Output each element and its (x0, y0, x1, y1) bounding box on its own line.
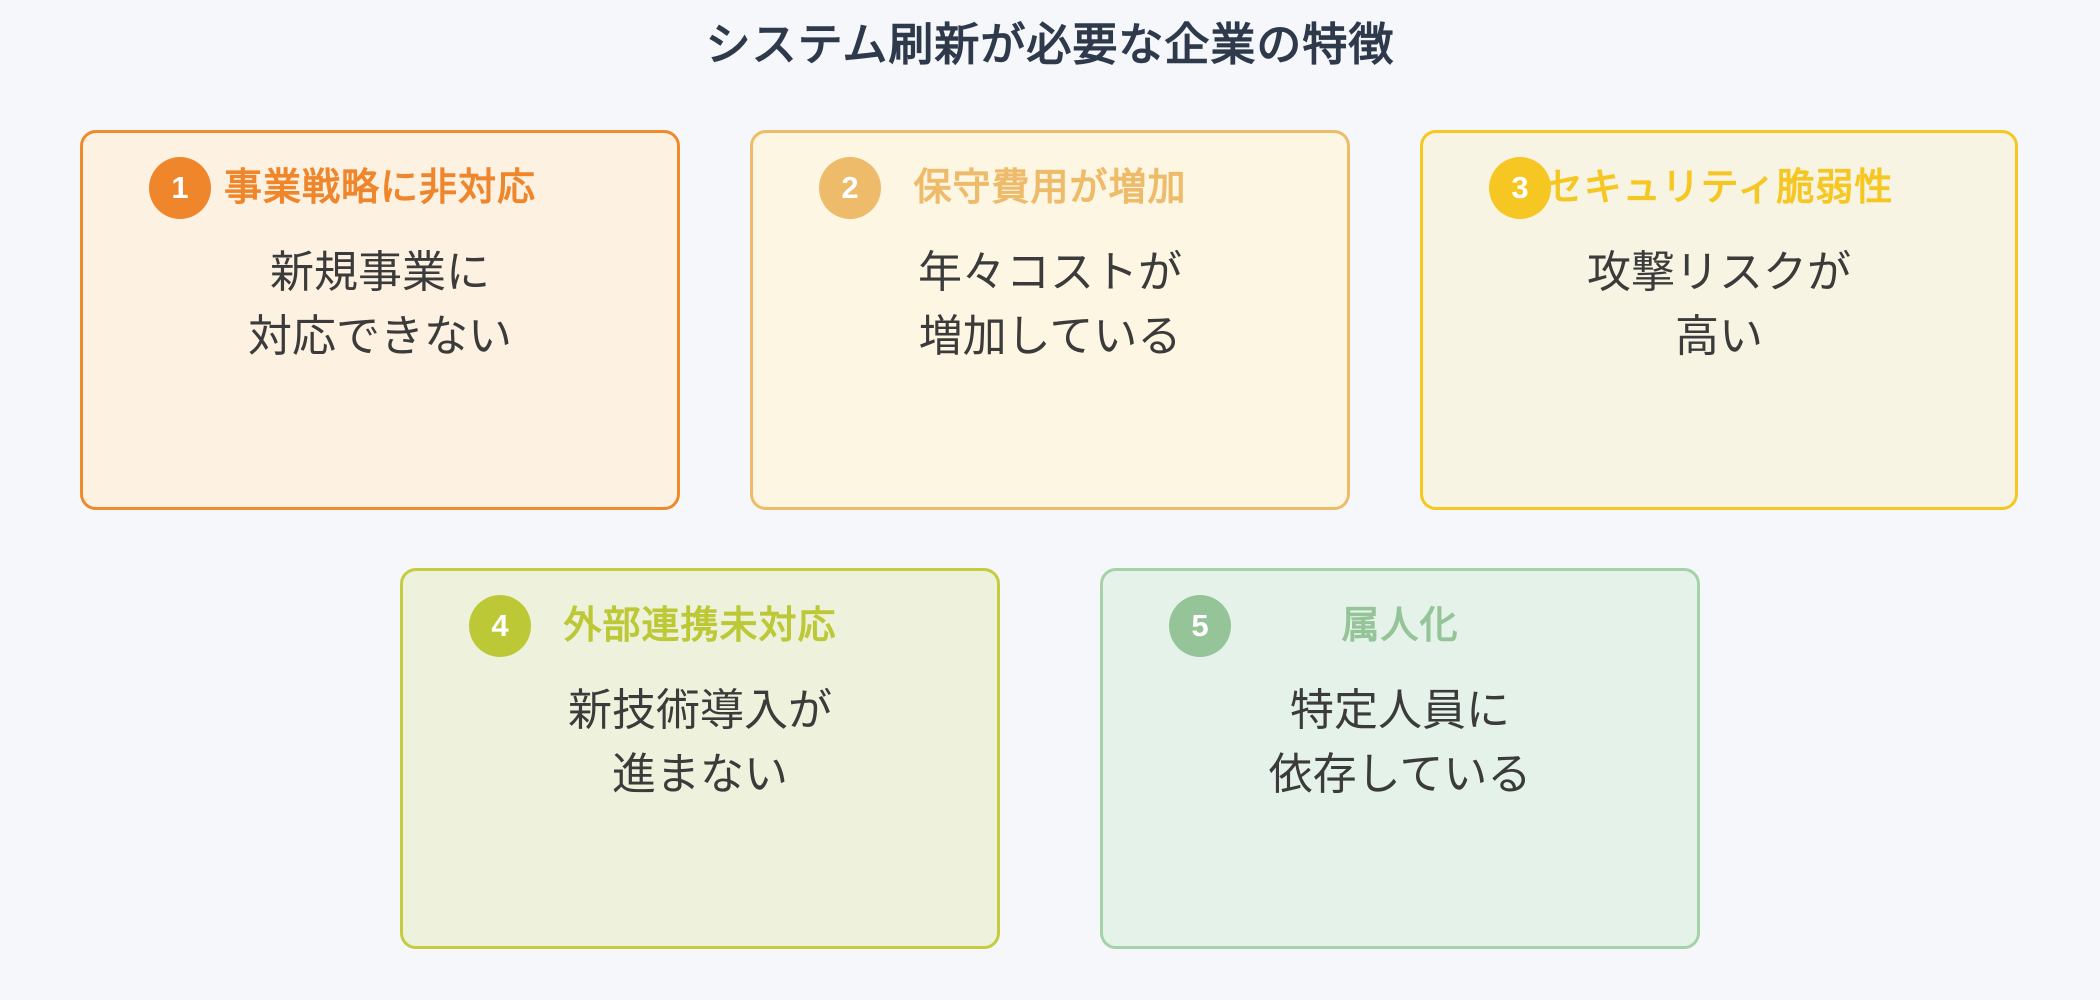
body-line: 対応できない (248, 312, 512, 361)
card-body: 攻撃リスクが 高い (1423, 241, 2015, 369)
body-line: 依存している (1268, 750, 1532, 799)
number-badge: 4 (469, 595, 531, 657)
card-body: 新規事業に 対応できない (83, 241, 677, 369)
card-business-strategy: 1 事業戦略に非対応 新規事業に 対応できない (80, 130, 680, 510)
body-line: 特定人員に (1290, 686, 1510, 735)
card-header: 1 事業戦略に非対応 (83, 157, 677, 219)
body-line: 高い (1675, 312, 1763, 361)
card-title: 外部連携未対応 (563, 605, 837, 647)
number-badge: 5 (1169, 595, 1231, 657)
card-maintenance-cost: 2 保守費用が増加 年々コストが 増加している (750, 130, 1350, 510)
card-title: セキュリティ脆弱性 (1544, 167, 1894, 209)
page-title: システム刷新が必要な企業の特徴 (705, 19, 1395, 70)
body-line: 攻撃リスクが (1587, 248, 1851, 297)
card-external-integration: 4 外部連携未対応 新技術導入が 進まない (400, 568, 1000, 949)
number-badge: 1 (149, 157, 211, 219)
card-header: 4 外部連携未対応 (403, 595, 997, 657)
body-line: 進まない (612, 750, 788, 799)
body-line: 新技術導入が (568, 686, 832, 735)
card-title: 事業戦略に非対応 (223, 167, 536, 209)
card-personalization: 5 属人化 特定人員に 依存している (1100, 568, 1700, 949)
number-badge: 3 (1489, 157, 1551, 219)
card-security-vulnerability: 3 セキュリティ脆弱性 攻撃リスクが 高い (1420, 130, 2018, 510)
card-title: 属人化 (1341, 605, 1459, 647)
card-body: 新技術導入が 進まない (403, 679, 997, 807)
card-title: 保守費用が増加 (913, 167, 1187, 209)
card-header: 2 保守費用が増加 (753, 157, 1347, 219)
body-line: 新規事業に (270, 248, 490, 297)
body-line: 年々コストが (918, 248, 1182, 297)
card-body: 特定人員に 依存している (1103, 679, 1697, 807)
card-body: 年々コストが 増加している (753, 241, 1347, 369)
number-badge: 2 (819, 157, 881, 219)
card-header: 3 セキュリティ脆弱性 (1423, 157, 2015, 219)
body-line: 増加している (918, 312, 1182, 361)
card-header: 5 属人化 (1103, 595, 1697, 657)
